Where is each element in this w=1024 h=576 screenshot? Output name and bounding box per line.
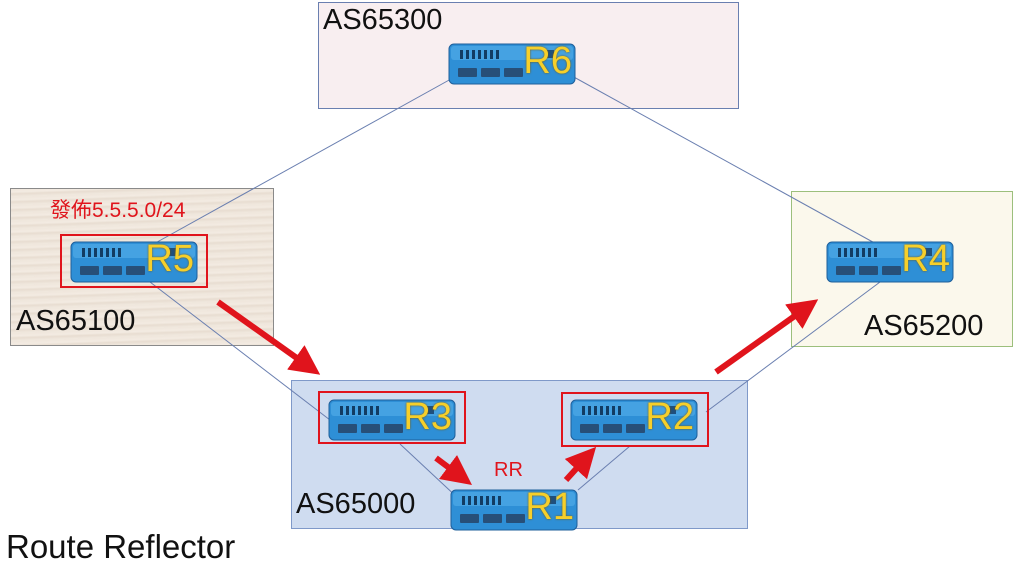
router-r5[interactable]: R5 (70, 238, 198, 284)
highlight-r5 (60, 234, 208, 288)
router-r6[interactable]: R6 (448, 40, 576, 86)
arrow-r3-to-r1 (434, 455, 472, 485)
as65200-label: AS65200 (864, 310, 984, 342)
router-r1-label: R1 (525, 486, 574, 528)
as65000-label: AS65000 (296, 488, 416, 520)
link-r5-r6 (149, 73, 461, 247)
router-icon (826, 241, 954, 283)
router-r3-label: R3 (403, 396, 452, 438)
router-r2-label: R2 (645, 396, 694, 438)
router-icon (70, 241, 198, 283)
link-r3-r1 (399, 443, 461, 501)
router-icon (570, 399, 698, 441)
arrow-r5-to-r3 (216, 299, 321, 375)
router-r4[interactable]: R4 (826, 238, 954, 284)
arrow-r1-to-r2 (563, 446, 597, 483)
router-r5-label: R5 (145, 238, 194, 280)
router-r1[interactable]: R1 (450, 486, 578, 532)
as65300-label: AS65300 (323, 4, 443, 36)
router-r4-label: R4 (901, 238, 950, 280)
router-r6-label: R6 (523, 40, 572, 82)
highlight-r2 (561, 392, 709, 447)
link-r5-r3 (149, 281, 331, 421)
router-icon (450, 489, 578, 531)
route-reflector-label: RR (494, 459, 523, 481)
link-r6-r4 (571, 75, 881, 247)
router-r3[interactable]: R3 (328, 396, 456, 442)
router-icon (328, 399, 456, 441)
as65100-label: AS65100 (16, 305, 136, 337)
link-r4-r2 (705, 281, 881, 413)
arrow-r2-to-r4 (714, 299, 819, 375)
link-r2-r1 (577, 445, 631, 491)
router-icon (448, 43, 576, 85)
highlight-r3 (318, 391, 466, 444)
router-r2[interactable]: R2 (570, 396, 698, 442)
announce-label: 發佈5.5.5.0/24 (50, 199, 186, 222)
diagram-caption: Route Reflector (6, 528, 236, 565)
